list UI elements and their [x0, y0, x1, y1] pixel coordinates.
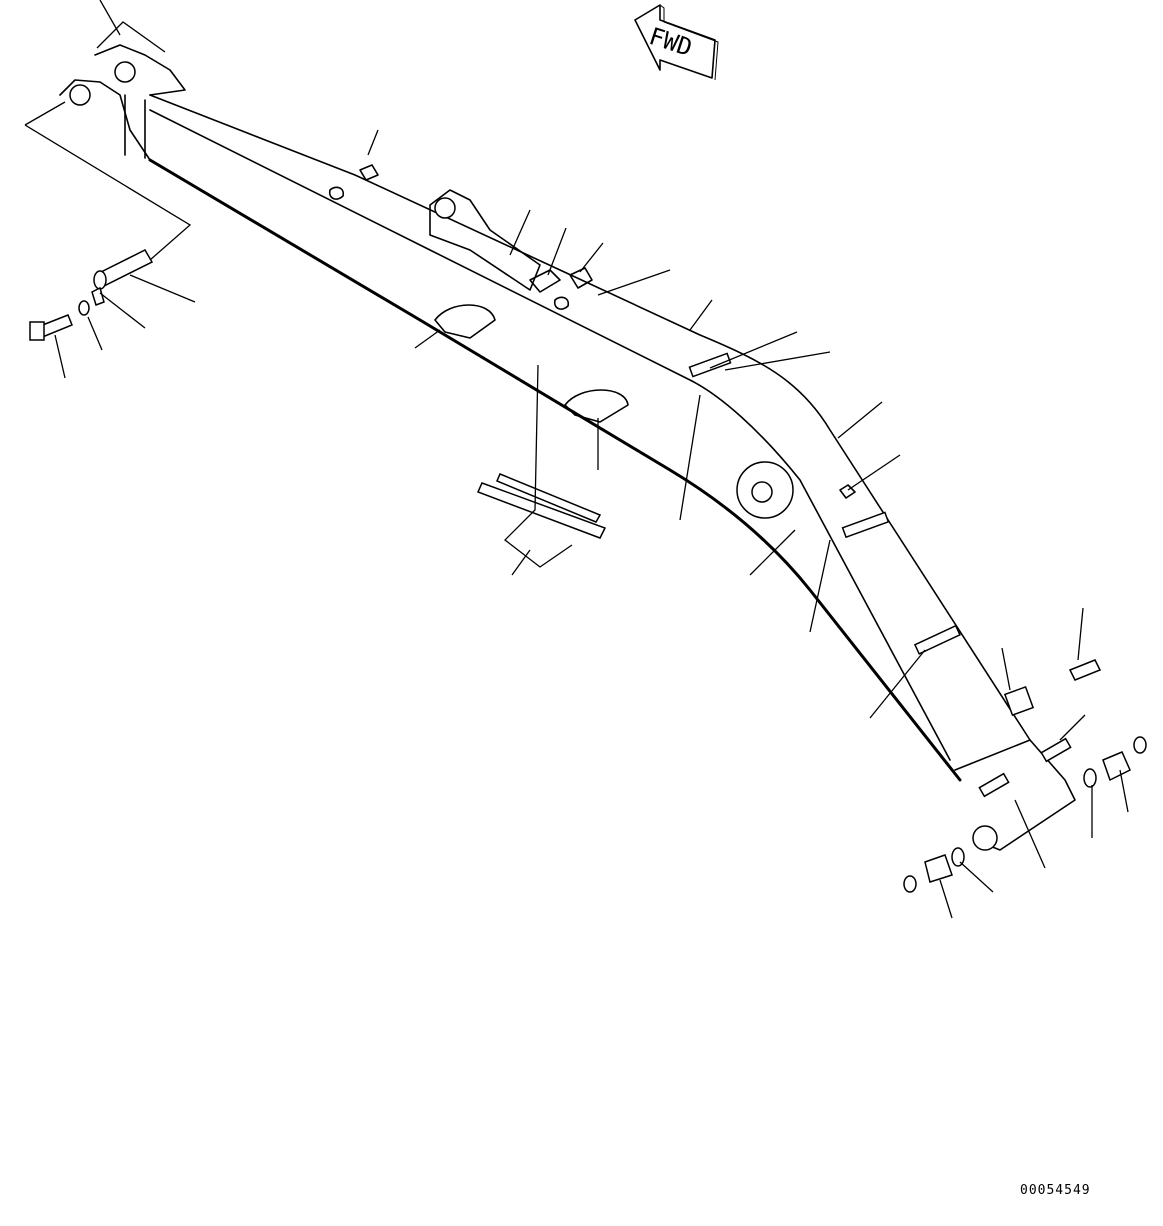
shim-plates: [476, 473, 607, 539]
boom-body: [59, 44, 1076, 851]
fwd-direction-arrow: FWD: [634, 4, 719, 81]
leader-lines: [24, 0, 1129, 919]
bushing-set-right: [1003, 659, 1147, 788]
drawing-number: 00054549: [1020, 1183, 1091, 1198]
bushing-set-bottom: [903, 847, 965, 893]
pin-assembly: [29, 249, 154, 341]
